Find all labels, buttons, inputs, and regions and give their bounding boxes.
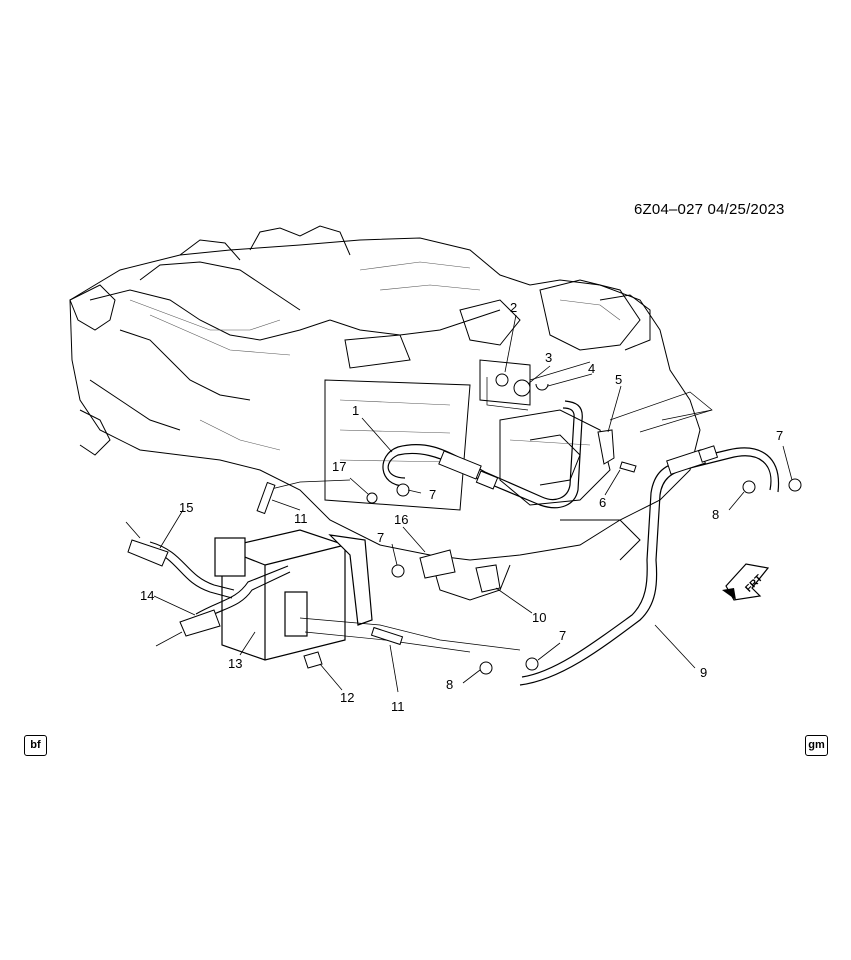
nut-7-upper: [396, 483, 410, 497]
callout-13: 13: [228, 656, 242, 671]
engine-assembly: [69, 225, 701, 601]
hose-clamps: [127, 539, 221, 637]
front-direction-arrow-icon: FRT: [722, 563, 770, 601]
engine-detail-lines: [129, 261, 621, 463]
nut-7-mid: [391, 564, 405, 578]
seal-2: [495, 373, 509, 387]
bf-badge: bf: [24, 735, 47, 756]
callout-4: 4: [588, 361, 595, 376]
pipe-fitting-1: [438, 450, 499, 490]
hose-14-reference-line: [155, 631, 183, 647]
seal-8-lower: [479, 661, 493, 675]
seal-8-right: [742, 480, 756, 494]
callout-7-upper: 7: [429, 487, 436, 502]
nut-7-lower: [525, 657, 539, 671]
gm-logo-badge: gm: [805, 735, 828, 756]
bracket-10: [475, 564, 501, 593]
callout-11-lower: 11: [391, 699, 405, 714]
bracket-5: [597, 429, 615, 465]
callout-5: 5: [615, 372, 622, 387]
bracket-16: [419, 549, 456, 579]
callout-9: 9: [700, 665, 707, 680]
callout-2: 2: [510, 300, 517, 315]
oil-cooler-assembly: [214, 529, 373, 661]
callout-7-mid: 7: [377, 530, 384, 545]
callout-1: 1: [352, 403, 359, 418]
bolt-12: [303, 651, 323, 669]
callout-17: 17: [332, 459, 346, 474]
callout-14: 14: [140, 588, 154, 603]
callout-12: 12: [340, 690, 354, 705]
callout-15: 15: [179, 500, 193, 515]
bolt-6: [619, 461, 637, 473]
fitting-3: [513, 379, 531, 397]
cooler-pipe-lower: [519, 447, 780, 686]
callout-6: 6: [599, 495, 606, 510]
nut-7-right: [788, 478, 802, 492]
callout-8-lower: 8: [446, 677, 453, 692]
hardware-parts: [256, 373, 802, 675]
leader-lines: [153, 314, 793, 693]
callout-7-lower: 7: [559, 628, 566, 643]
hose-15-reference-line: [125, 521, 141, 539]
callout-10: 10: [532, 610, 546, 625]
callout-7-right: 7: [776, 428, 783, 443]
callout-labels: 1 2 3 4 5 6 7 7 7 7 8 8 9 10 11 11 12 13…: [140, 300, 783, 714]
clip-4: [535, 383, 549, 391]
callout-3: 3: [545, 350, 552, 365]
callout-8-right: 8: [712, 507, 719, 522]
stud-11-upper: [256, 481, 276, 515]
seal-17: [366, 492, 378, 504]
stud-11-lower: [370, 626, 404, 646]
pipe-fitting-9: [666, 445, 719, 475]
callout-11-upper: 11: [294, 511, 308, 526]
callout-16: 16: [394, 512, 408, 527]
cooler-pipe-upper: [382, 400, 583, 509]
diagram-reference-label: 6Z04–027 04/25/2023: [634, 201, 785, 218]
